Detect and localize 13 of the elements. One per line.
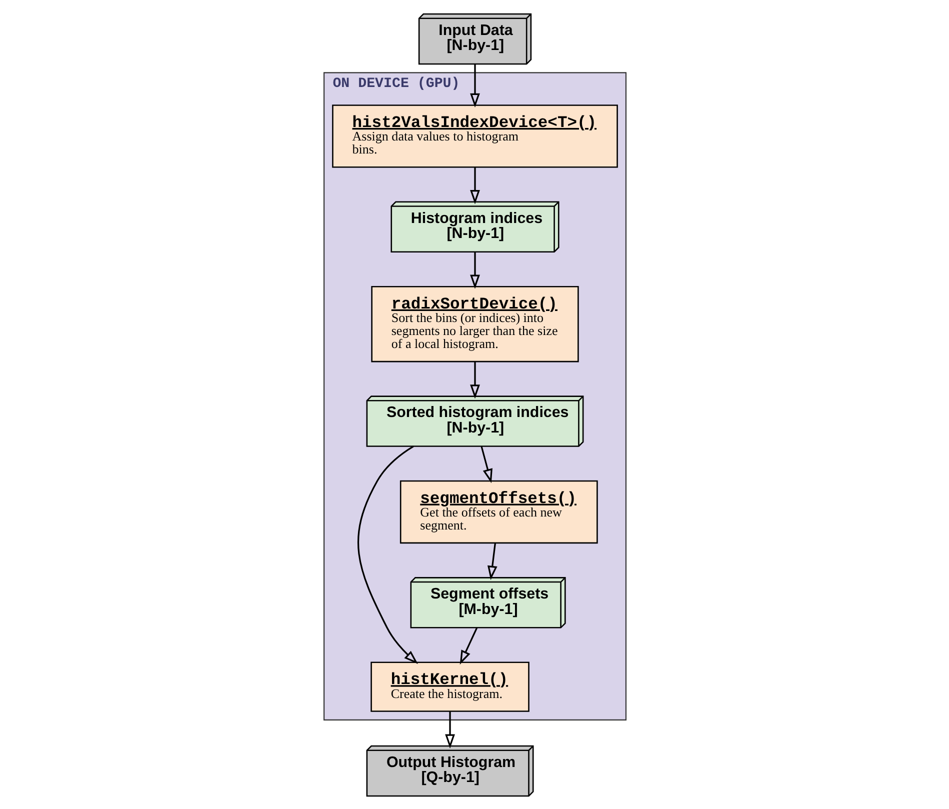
node-box: histKernel() Create the histogram.: [370, 661, 529, 712]
arrow: [487, 542, 497, 580]
arrow: [459, 627, 478, 664]
node-box: radixSortDevice() Sort the bins (or indices) into segments no larger than the size of a local histogram.: [370, 285, 578, 362]
arrow: [356, 445, 418, 664]
node-box: hist2ValsIndexDevice<T>() Assign data values to histogram bins.: [332, 104, 618, 168]
arrow: [480, 446, 492, 483]
node-box: segmentOffsets() Get the offsets of each new segment.: [399, 480, 598, 544]
arrow: [470, 251, 480, 288]
arrow: [470, 64, 480, 107]
arrow: [444, 711, 454, 748]
arrow: [470, 166, 480, 204]
arrow: [470, 361, 480, 398]
